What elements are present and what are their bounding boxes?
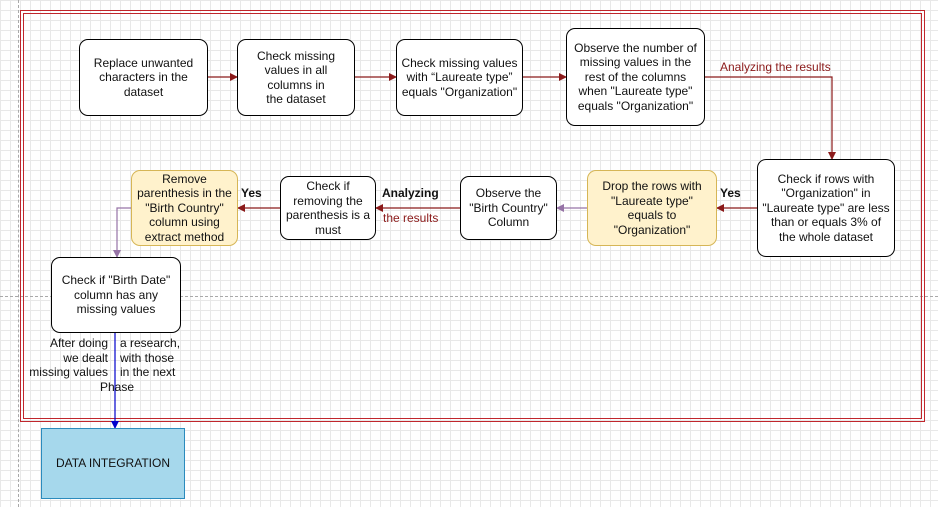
edge-label-analyzing-the-results: Analyzing the results — [720, 60, 831, 74]
node-drop-organization-rows[interactable]: Drop the rows with "Laureate type" equal… — [587, 170, 717, 246]
node-remove-parenthesis[interactable]: Remove parenthesis in the "Birth Country… — [131, 170, 238, 246]
edge-label-after-research-left: After doing we dealt missing values — [29, 336, 108, 379]
edge-label-phase: Phase — [100, 380, 135, 394]
node-check-missing-all-columns[interactable]: Check missing values in all columns in t… — [237, 39, 355, 116]
edge-label-the-results: the results — [383, 211, 439, 225]
edge-observe-to-check-rows — [705, 76, 836, 160]
node-replace-unwanted-characters[interactable]: Replace unwanted characters in the datas… — [79, 39, 208, 116]
node-check-missing-organization[interactable]: Check missing values with “Laureate type… — [396, 39, 523, 116]
node-check-rows-percentage[interactable]: Check if rows with "Organization" in "La… — [757, 159, 895, 257]
guide-line-vertical — [18, 0, 19, 507]
node-observe-birth-country[interactable]: Observe the "Birth Country" Column — [460, 176, 557, 240]
edge-remove-to-birth-date — [113, 207, 131, 258]
node-data-integration[interactable]: DATA INTEGRATION — [41, 428, 185, 499]
edge-label-yes-drop: Yes — [720, 186, 741, 200]
node-check-removing-parenthesis[interactable]: Check if removing the parenthesis is a m… — [280, 176, 376, 240]
node-check-birth-date[interactable]: Check if "Birth Date" column has any mis… — [51, 257, 181, 333]
edge-label-after-research-right: a research, with those in the next — [120, 336, 181, 379]
edge-label-analyzing: Analyzing — [382, 186, 439, 200]
container-frame-inner — [23, 13, 922, 419]
node-observe-missing-values[interactable]: Observe the number of missing values in … — [566, 28, 705, 126]
container-frame-outer — [20, 10, 925, 422]
edge-label-yes-remove: Yes — [241, 186, 262, 200]
guide-line-horizontal — [0, 296, 938, 297]
